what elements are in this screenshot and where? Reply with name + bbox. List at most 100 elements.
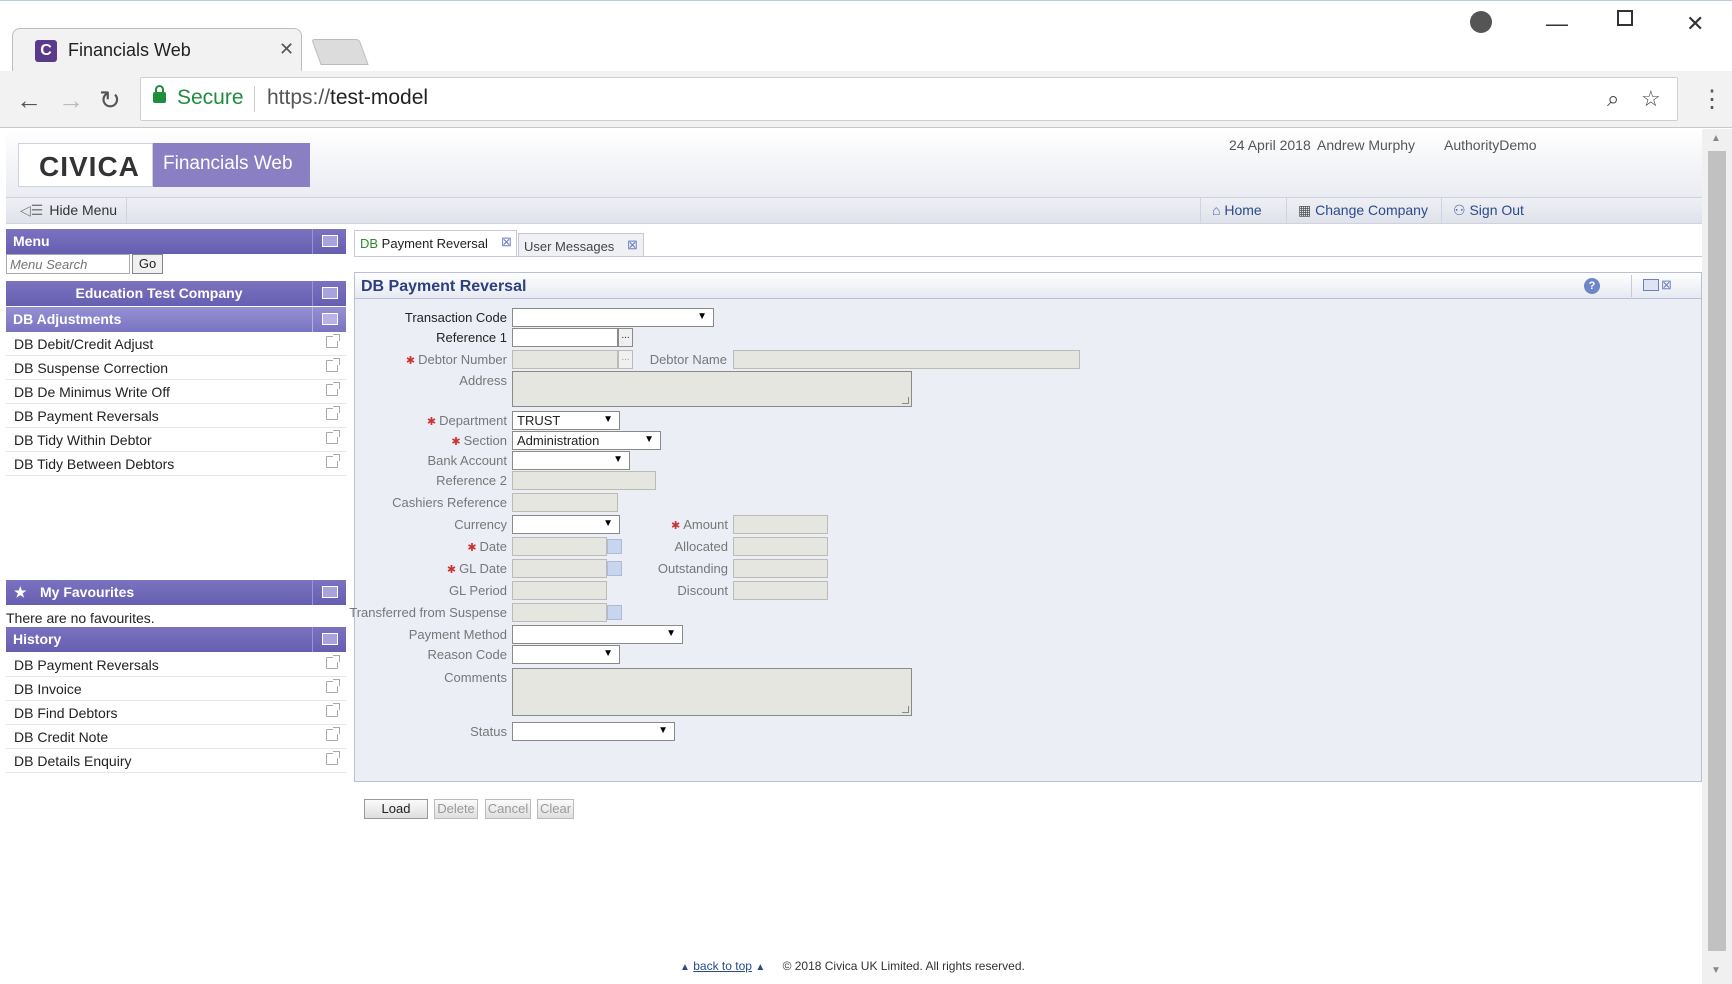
history-item-details-enquiry[interactable]: DB Details Enquiry: [6, 749, 346, 773]
department-select[interactable]: TRUST▼: [512, 411, 620, 430]
hide-menu-button[interactable]: ◁☰Hide Menu: [20, 202, 117, 219]
browser-menu-icon[interactable]: ⋮: [1700, 86, 1724, 113]
open-new-icon[interactable]: [326, 358, 340, 372]
help-icon[interactable]: ?: [1584, 278, 1600, 294]
tab-close-icon[interactable]: ⊠: [627, 237, 638, 252]
reference1-lookup-button[interactable]: ...: [618, 328, 633, 347]
transferred-from-suspense-input[interactable]: [512, 603, 607, 622]
reload-icon[interactable]: ↻: [99, 85, 121, 115]
minimize-icon[interactable]: —: [1546, 11, 1568, 36]
reference1-input[interactable]: [512, 328, 618, 347]
history-toggle-icon[interactable]: [312, 627, 346, 652]
required-icon: ✱: [446, 564, 457, 576]
cancel-button[interactable]: Cancel: [485, 799, 531, 819]
new-tab-button[interactable]: [311, 39, 369, 65]
address-bar[interactable]: Secure https://test-model ⌕ ☆: [140, 77, 1678, 121]
outstanding-input[interactable]: [733, 559, 828, 578]
sign-out-link[interactable]: ⚇ Sign Out: [1453, 202, 1524, 219]
history-item-invoice[interactable]: DB Invoice: [6, 677, 346, 701]
account-icon[interactable]: [1470, 11, 1492, 33]
civica-logo[interactable]: CIVICA: [18, 143, 153, 187]
zoom-icon[interactable]: ⌕: [1607, 86, 1620, 111]
history-item-credit-note[interactable]: DB Credit Note: [6, 725, 346, 749]
calendar-icon[interactable]: [607, 539, 622, 554]
date-input[interactable]: [512, 537, 607, 556]
status-select[interactable]: ▼: [512, 722, 675, 741]
open-new-icon[interactable]: [326, 703, 340, 717]
url-text[interactable]: https://test-model: [267, 86, 428, 110]
browser-tab[interactable]: C Financials Web ✕: [12, 28, 302, 72]
load-button[interactable]: Load: [364, 799, 428, 819]
menu-search-input[interactable]: [6, 254, 130, 274]
debtor-lookup-button[interactable]: ...: [618, 350, 633, 369]
clear-button[interactable]: Clear: [537, 799, 574, 819]
window-close-icon[interactable]: ✕: [1686, 11, 1705, 36]
tab-close-icon[interactable]: ⊠: [501, 234, 512, 249]
toolbar-divider: [1286, 198, 1287, 224]
sidebar-item-tidy-between-debtors[interactable]: DB Tidy Between Debtors: [6, 452, 346, 476]
sign-out-icon: ⚇: [1453, 202, 1470, 218]
sidebar-item-payment-reversals[interactable]: DB Payment Reversals: [6, 404, 346, 428]
sidebar-item-debit-credit-adjust[interactable]: DB Debit/Credit Adjust: [6, 332, 346, 356]
amount-input[interactable]: [733, 515, 828, 534]
open-new-icon[interactable]: [326, 679, 340, 693]
maximize-icon[interactable]: [1617, 10, 1633, 26]
gl-date-input[interactable]: [512, 559, 607, 578]
maximize-panel-icon[interactable]: [1643, 279, 1659, 291]
close-panel-icon[interactable]: ⊠: [1661, 277, 1672, 292]
scroll-up-icon[interactable]: ▲: [1711, 133, 1721, 144]
open-new-icon[interactable]: [326, 655, 340, 669]
open-new-icon[interactable]: [326, 334, 340, 348]
required-icon: ✱: [467, 542, 477, 554]
menu-go-button[interactable]: Go: [132, 254, 163, 274]
comments-textarea[interactable]: [512, 668, 912, 716]
reason-code-select[interactable]: ▼: [512, 645, 620, 664]
allocated-input[interactable]: [733, 537, 828, 556]
debtor-name-input[interactable]: [733, 350, 1080, 369]
history-item-find-debtors[interactable]: DB Find Debtors: [6, 701, 346, 725]
address-textarea[interactable]: [512, 371, 912, 407]
delete-button[interactable]: Delete: [434, 799, 478, 819]
sidebar-item-suspense-correction[interactable]: DB Suspense Correction: [6, 356, 346, 380]
reference2-input[interactable]: [512, 471, 656, 490]
history-item-payment-reversals[interactable]: DB Payment Reversals: [6, 653, 346, 677]
open-new-icon[interactable]: [326, 406, 340, 420]
tab-close-icon[interactable]: ✕: [279, 39, 295, 59]
calendar-icon[interactable]: [607, 561, 622, 576]
scroll-down-icon[interactable]: ▼: [1711, 965, 1721, 976]
bookmark-star-icon[interactable]: ☆: [1641, 86, 1661, 111]
favourites-toggle-icon[interactable]: [312, 580, 346, 605]
menu-panel-toggle-icon[interactable]: [312, 229, 346, 254]
company-panel-toggle-icon[interactable]: [312, 281, 346, 306]
open-new-icon[interactable]: [326, 454, 340, 468]
sidebar-item-tidy-within-debtor[interactable]: DB Tidy Within Debtor: [6, 428, 346, 452]
back-icon[interactable]: ←: [16, 85, 42, 115]
discount-input[interactable]: [733, 581, 828, 600]
gl-period-input[interactable]: [512, 581, 607, 600]
group-up-icon[interactable]: [312, 307, 346, 332]
payment-method-select[interactable]: ▼: [512, 625, 683, 644]
open-new-icon[interactable]: [326, 727, 340, 741]
tab-db-payment-reversal[interactable]: DB Payment Reversal ⊠: [354, 230, 517, 256]
open-new-icon[interactable]: [326, 751, 340, 765]
home-link[interactable]: ⌂ Home: [1212, 202, 1262, 218]
tab-user-messages[interactable]: User Messages ⊠: [518, 233, 644, 256]
dropdown-arrow-icon: ▼: [603, 414, 613, 425]
scroll-thumb[interactable]: [1708, 151, 1726, 951]
open-new-icon[interactable]: [326, 430, 340, 444]
page-scrollbar[interactable]: ▲ ▼: [1702, 129, 1732, 984]
bank-account-select[interactable]: ▼: [512, 451, 630, 470]
company-header[interactable]: Education Test Company: [6, 281, 346, 306]
transaction-code-select[interactable]: ▼: [512, 308, 714, 327]
calendar-icon[interactable]: [607, 605, 622, 620]
section-select[interactable]: Administration▼: [512, 431, 661, 450]
cashiers-reference-input[interactable]: [512, 493, 618, 512]
forward-icon[interactable]: →: [58, 85, 84, 115]
debtor-number-input[interactable]: [512, 350, 618, 369]
currency-select[interactable]: ▼: [512, 515, 620, 534]
back-to-top-link[interactable]: back to top: [693, 959, 752, 973]
sidebar-item-de-minimus-write-off[interactable]: DB De Minimus Write Off: [6, 380, 346, 404]
change-company-link[interactable]: ▦ Change Company: [1298, 202, 1428, 219]
open-new-icon[interactable]: [326, 382, 340, 396]
db-adjustments-header[interactable]: DB Adjustments: [6, 307, 346, 332]
